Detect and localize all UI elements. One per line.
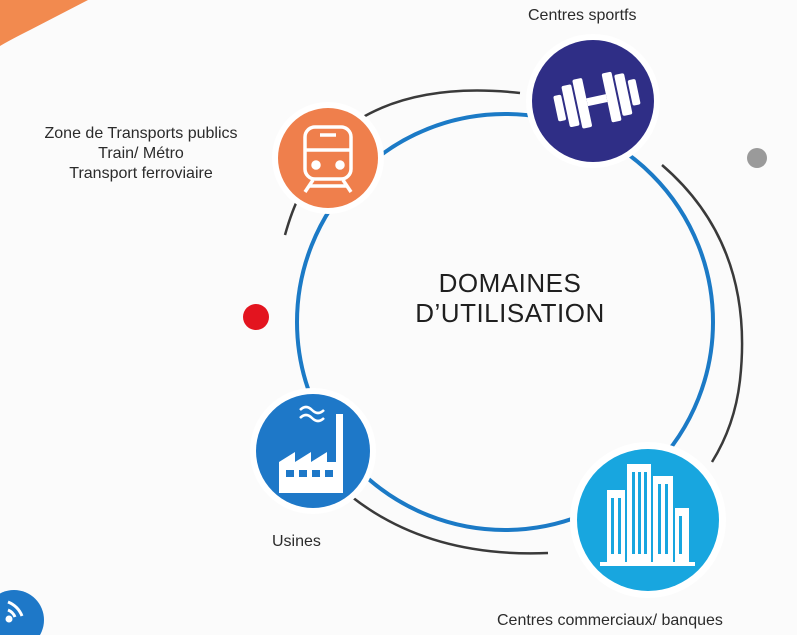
top-accent-shape [0,0,88,46]
dumbbell-icon [553,71,641,129]
outer-arc-bottom [351,496,549,555]
red-dot [243,304,269,330]
wifi-badge [0,590,44,635]
wifi-icon [5,600,24,623]
transport-label-line-1: Zone de Transports publics [44,125,238,142]
commercial-node [570,442,726,598]
transport-label-line-3: Transport ferroviaire [69,165,213,182]
sports-label: Centres sportfs [528,7,637,24]
factories-node [250,388,376,514]
commercial-label: Centres commerciaux/ banques [497,612,723,629]
buildings-icon [600,464,695,566]
outer-arc-right [661,164,744,463]
transport-label: Zone de Transports publics Train/ Métro … [10,124,272,184]
main-ring [295,112,715,532]
factories-label: Usines [272,533,321,550]
gray-dot [747,148,767,168]
center-title-line-1: DOMAINES [438,268,582,298]
transport-label-line-2: Train/ Métro [98,145,184,162]
sports-node [526,34,660,168]
transport-node [272,102,384,214]
center-title: DOMAINES D’UTILISATION [385,268,635,328]
outer-arc-top [357,89,521,122]
factory-icon [279,405,343,493]
train-icon [303,125,353,193]
center-title-line-2: D’UTILISATION [415,298,605,328]
